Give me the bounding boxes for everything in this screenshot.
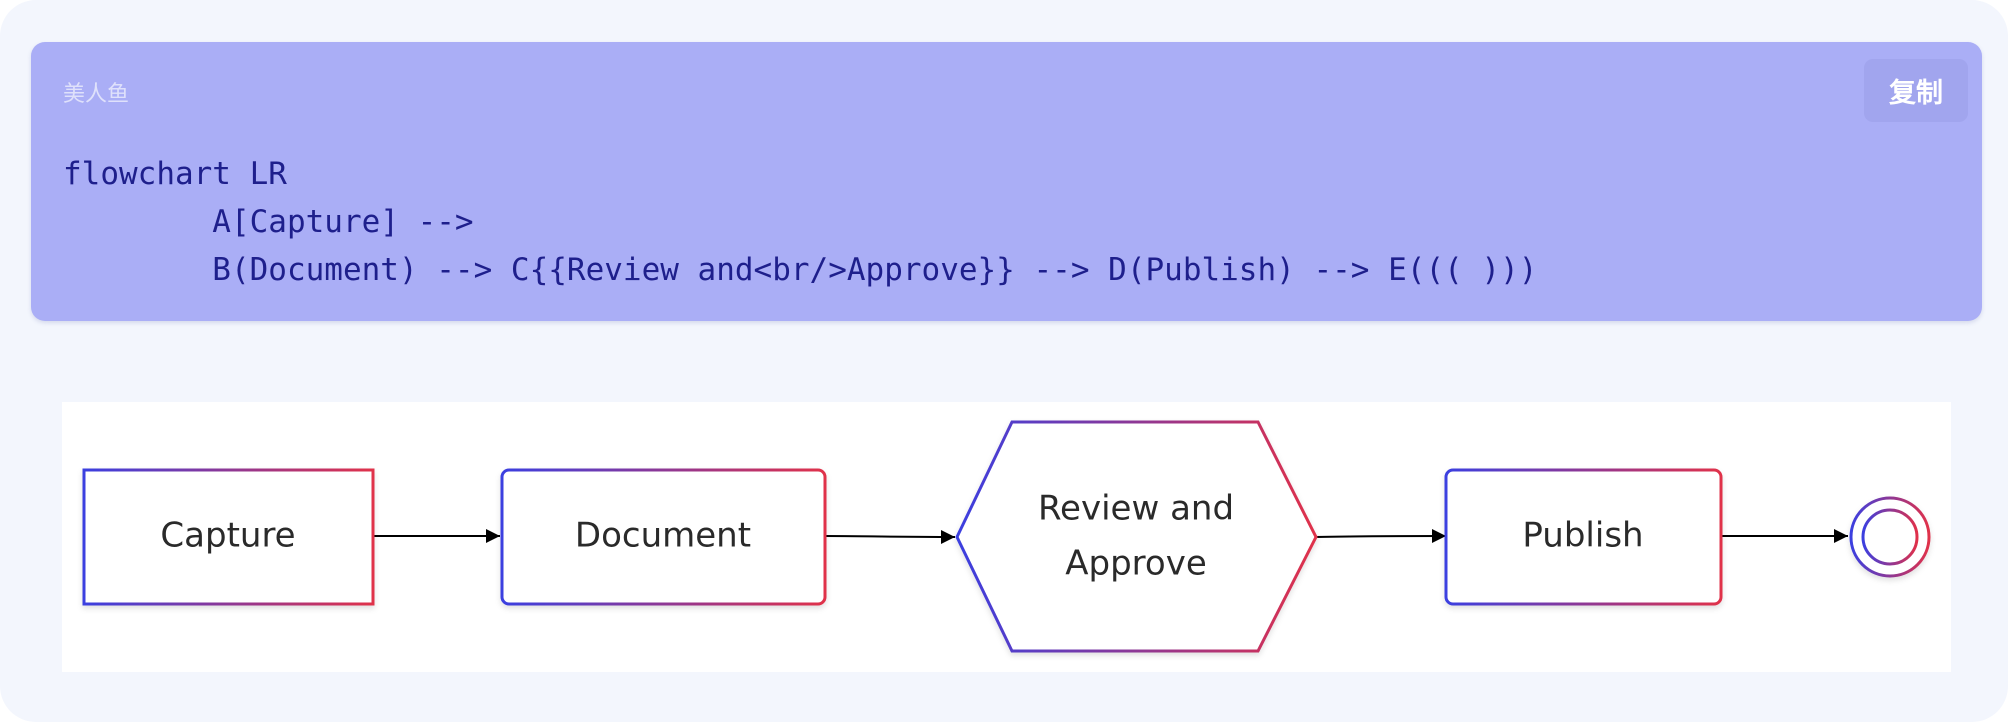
node-end-double-circle[interactable] [1849, 496, 1931, 578]
node-capture-label: Capture [160, 516, 295, 556]
node-review-approve-shape [955, 420, 1318, 653]
edge-b-to-c [824, 529, 956, 544]
flowchart-diagram: Capture Document Review and Approve Publ… [62, 402, 1951, 672]
node-publish-label: Publish [1522, 516, 1643, 556]
node-review-approve-label-line-1: Review and [1038, 489, 1234, 529]
node-document-shape [500, 468, 827, 606]
node-review-approve[interactable]: Review and Approve [955, 420, 1318, 653]
code-block: 美人鱼 复制 flowchart LR A[Capture] --> B(Doc… [31, 42, 1982, 321]
code-line: flowchart LR [63, 156, 287, 192]
flowchart-svg: Capture Document Review and Approve Publ… [82, 420, 1931, 653]
node-capture[interactable]: Capture [82, 468, 375, 606]
code-text[interactable]: flowchart LR A[Capture] --> B(Document) … [63, 150, 1537, 294]
copy-button[interactable]: 复制 [1864, 59, 1968, 122]
code-language-label: 美人鱼 [63, 82, 130, 107]
node-document[interactable]: Document [500, 468, 827, 606]
node-publish[interactable]: Publish [1444, 468, 1723, 606]
node-review-approve-label-line-2: Approve [1065, 544, 1207, 584]
code-line: A[Capture] --> [63, 204, 474, 240]
edge-c-to-d [1315, 529, 1447, 544]
code-line: B(Document) --> C{{Review and<br/>Approv… [63, 252, 1538, 288]
node-publish-shape [1444, 468, 1723, 606]
node-capture-shape [82, 468, 375, 606]
node-end-inner-circle [1861, 508, 1919, 566]
node-document-label: Document [575, 516, 751, 556]
